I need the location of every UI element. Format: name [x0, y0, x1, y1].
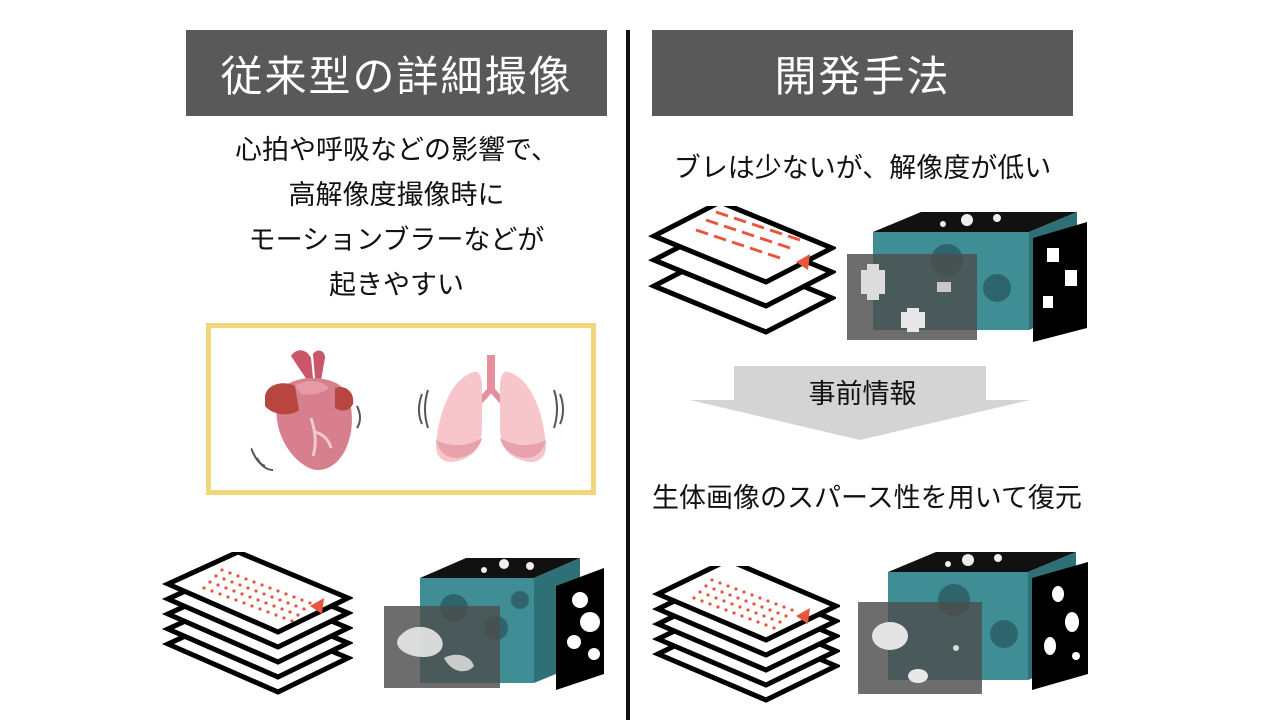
- volume-cube-blurred: [384, 558, 604, 690]
- right-header: 開発手法: [652, 30, 1073, 116]
- volume-cube-lowres: [847, 212, 1087, 342]
- right-bottom-caption: 生体画像のスパース性を用いて復元: [652, 483, 1082, 514]
- volume-cube-reconstructed: [858, 552, 1088, 694]
- prior-info-arrow: [690, 366, 1030, 440]
- arrow-label: 事前情報: [808, 379, 917, 410]
- right-top-caption: ブレは少ないが、解像度が低い: [673, 153, 1052, 184]
- lungs-icon: [418, 355, 564, 462]
- heart-icon: [251, 350, 361, 471]
- left-description-line: 高解像度撮像時に: [288, 180, 505, 211]
- left-description-line: 起きやすい: [329, 270, 464, 301]
- left-description-line: モーションブラーなどが: [248, 225, 545, 256]
- left-description: 心拍や呼吸などの影響で、 高解像度撮像時に モーションブラーなどが 起きやすい: [186, 128, 607, 308]
- slice-stack-many: [161, 552, 353, 695]
- organ-illustration-frame: [206, 323, 596, 495]
- left-description-line: 心拍や呼吸などの影響で、: [235, 135, 558, 166]
- slice-stack-few: [648, 206, 836, 335]
- slice-stack-reconstructed: [651, 566, 840, 703]
- center-divider: [626, 30, 630, 720]
- left-header: 従来型の詳細撮像: [186, 30, 607, 116]
